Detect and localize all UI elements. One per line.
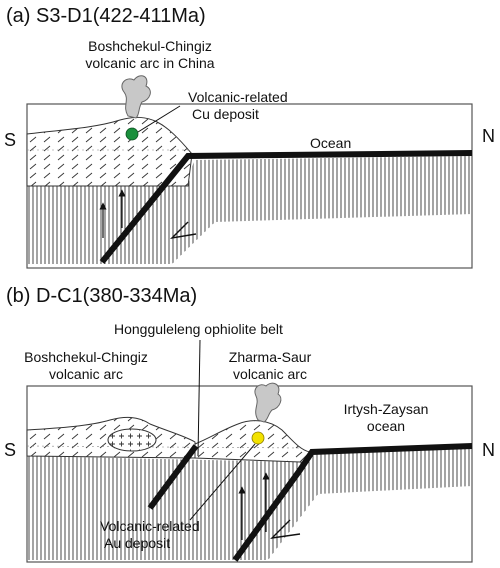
panel-b-ocean-label-1: Irtysh-Zaysan [344, 401, 429, 417]
panel-b-north-label: N [482, 440, 495, 460]
panel-a-volcanic-plume [121, 75, 151, 119]
panel-a-subducting-slab [99, 150, 473, 264]
panel-a-lithosphere [27, 156, 472, 264]
panel-a-deposit-label-2: Cu deposit [192, 106, 259, 122]
panel-a-north-label: N [482, 126, 495, 146]
panel-b-title: (b) D-C1(380-334Ma) [6, 285, 197, 307]
panel-a-cu-deposit [125, 127, 139, 141]
panel-a-ocean-label: Ocean [310, 135, 351, 151]
panel-b-volcanic-plume [254, 382, 282, 423]
panel-b-ocean-label-2: ocean [367, 418, 405, 434]
panel-b-arc1-label-2: volcanic arc [49, 366, 123, 382]
panel-b-deposit-label-2: Au deposit [104, 535, 170, 551]
panel-a-south-label: S [4, 130, 16, 150]
panel-b-au-deposit [251, 431, 265, 445]
panel-a-arc-label-1: Boshchekul-Chingiz [88, 38, 212, 54]
panel-b-arc2-label-2: volcanic arc [233, 366, 307, 382]
panel-b-deposit-label-1: Volcanic-related [100, 518, 200, 534]
panel-b-lithosphere [27, 446, 472, 560]
panel-b-arc2-label-1: Zharma-Saur [229, 349, 312, 365]
panel-b-ophiolite-slab [147, 444, 199, 510]
panel-b-subducting-slab [232, 443, 473, 562]
panel-a-deposit-label-1: Volcanic-related [188, 89, 288, 105]
panel-b-arc1-label-1: Boshchekul-Chingiz [24, 349, 148, 365]
panel-a: (a) S3-D1(422-411Ma) Boshchekul-Chingiz … [4, 5, 495, 269]
panel-b: (b) D-C1(380-334Ma) Hongguleleng op [4, 285, 495, 563]
panel-b-motion-arrow [270, 519, 301, 539]
panel-a-title: (a) S3-D1(422-411Ma) [6, 5, 206, 27]
panel-b-south-label: S [4, 440, 16, 460]
panel-a-arc-label-2: volcanic arc in China [85, 55, 214, 71]
panel-a-motion-arrow [169, 221, 197, 240]
panel-b-ophiolite-label: Hongguleleng ophiolite belt [114, 321, 283, 337]
